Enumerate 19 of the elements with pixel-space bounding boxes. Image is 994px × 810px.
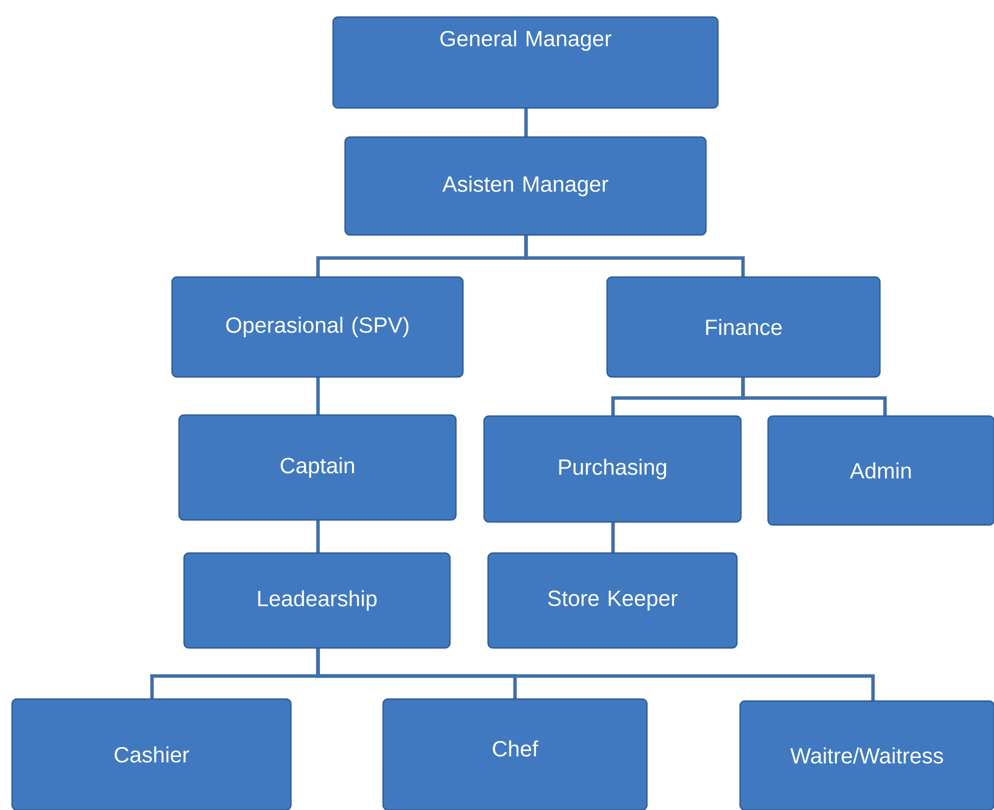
connector-line — [611, 522, 615, 553]
connector-line — [524, 108, 528, 137]
org-box: Cashier — [11, 698, 292, 810]
connector-line — [741, 377, 887, 416]
org-box: Store Keeper — [487, 552, 738, 649]
connector-line — [524, 235, 745, 277]
org-box: Leadearship — [183, 552, 451, 649]
org-box: Purchasing — [483, 415, 742, 523]
connector-line — [316, 520, 320, 553]
org-box: Operasional (SPV) — [171, 276, 464, 378]
org-box: Chef — [382, 698, 648, 810]
org-box: Finance — [606, 276, 881, 378]
org-box: Asisten Manager — [344, 136, 707, 236]
connector-line — [316, 377, 320, 415]
connector-line — [316, 648, 875, 701]
org-box: General Manager — [332, 16, 719, 109]
org-box: Waitre/Waitress — [739, 700, 994, 810]
org-box: Admin — [767, 415, 994, 526]
org-box: Captain — [178, 414, 457, 521]
